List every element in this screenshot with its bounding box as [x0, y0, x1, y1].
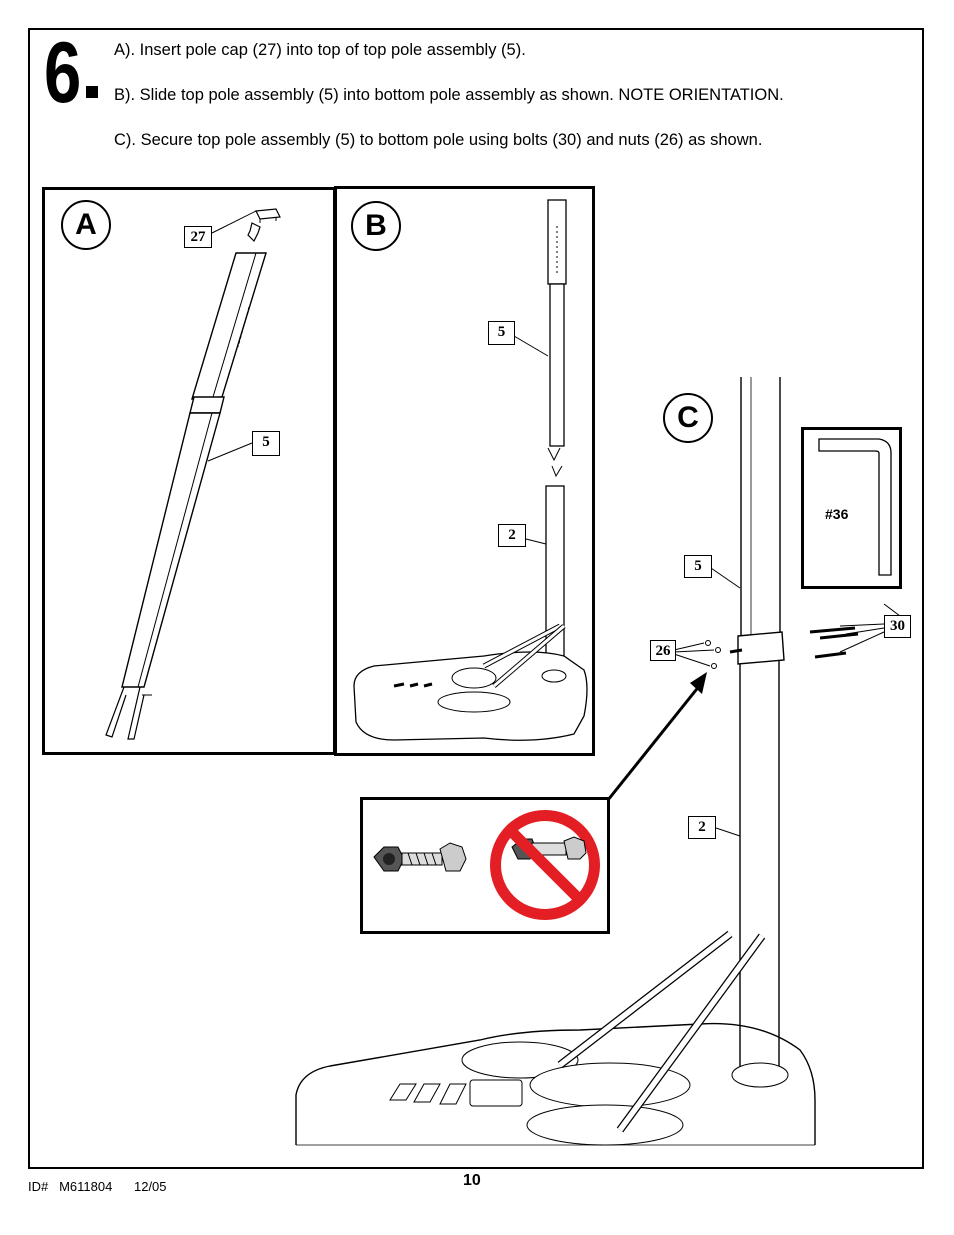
callout-2-b: 2: [498, 524, 526, 547]
panel-b-label: B: [351, 201, 401, 251]
callout-5-b: 5: [488, 321, 515, 345]
pole-a-drawing: [105, 208, 281, 740]
step-number: 6: [44, 25, 81, 121]
panel-a-label: A: [61, 200, 111, 250]
callout-5-c: 5: [684, 555, 712, 578]
bolt-orientation-box: [360, 797, 610, 934]
bolt-icon: [809, 626, 859, 659]
panel-a: A 27 5: [42, 187, 336, 755]
callout-5-a: 5: [252, 431, 280, 456]
allen-wrench-icon: [818, 438, 892, 576]
prohibited-sign-icon: [490, 810, 600, 920]
tool-label: #36: [825, 506, 849, 522]
callout-30: 30: [884, 615, 911, 638]
callout-26: 26: [650, 640, 676, 661]
callout-27: 27: [184, 226, 212, 248]
page-number: 10: [463, 1172, 481, 1189]
bolt-nut-icon: [373, 842, 467, 872]
page-frame: [28, 28, 924, 1169]
instruction-c: C). Secure top pole assembly (5) to bott…: [114, 131, 763, 149]
footer-id: ID# M611804 12/05: [28, 1179, 167, 1194]
pole-b-drawing: [353, 199, 588, 741]
tool-box: #36: [801, 427, 902, 589]
step-dot: [86, 86, 98, 98]
instruction-b: B). Slide top pole assembly (5) into bot…: [114, 86, 784, 104]
panel-b: B 5 2: [334, 186, 595, 756]
panel-c-label: C: [663, 393, 713, 443]
instruction-a: A). Insert pole cap (27) into top of top…: [114, 41, 526, 59]
callout-2-c: 2: [688, 816, 716, 839]
